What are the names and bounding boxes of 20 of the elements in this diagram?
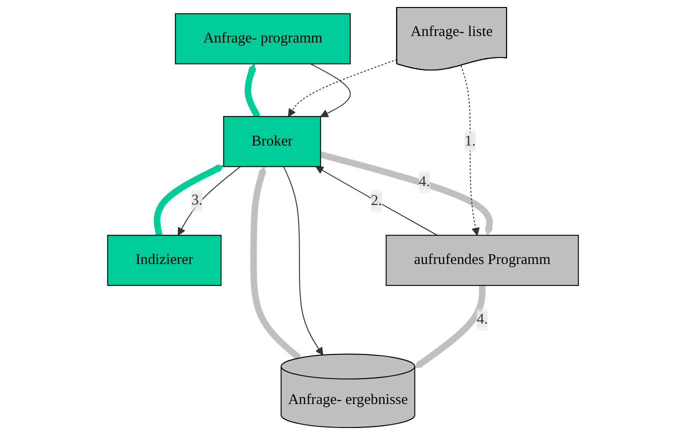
arrow bbox=[283, 166, 324, 356]
arrow bbox=[310, 63, 351, 118]
arrow bbox=[244, 63, 260, 118]
arrow bbox=[315, 166, 438, 236]
arrow bbox=[320, 151, 493, 236]
node-box: Anfrage- programm bbox=[174, 13, 351, 64]
arrow bbox=[414, 285, 486, 368]
arrow bbox=[178, 166, 241, 236]
edge-label: 2. bbox=[370, 192, 382, 209]
arrow bbox=[154, 164, 224, 236]
edge-label: 4. bbox=[418, 174, 430, 190]
node-box: Broker bbox=[223, 116, 322, 168]
arrow bbox=[460, 65, 480, 236]
node-box: Indizierer bbox=[107, 234, 222, 286]
edge-label: 4. bbox=[476, 311, 488, 328]
edge-label: 3. bbox=[191, 192, 202, 208]
arrow bbox=[288, 58, 398, 117]
node-box: aufrufendes Programm bbox=[386, 234, 579, 286]
arrow bbox=[250, 166, 302, 361]
edge-label: 1. bbox=[464, 133, 476, 149]
